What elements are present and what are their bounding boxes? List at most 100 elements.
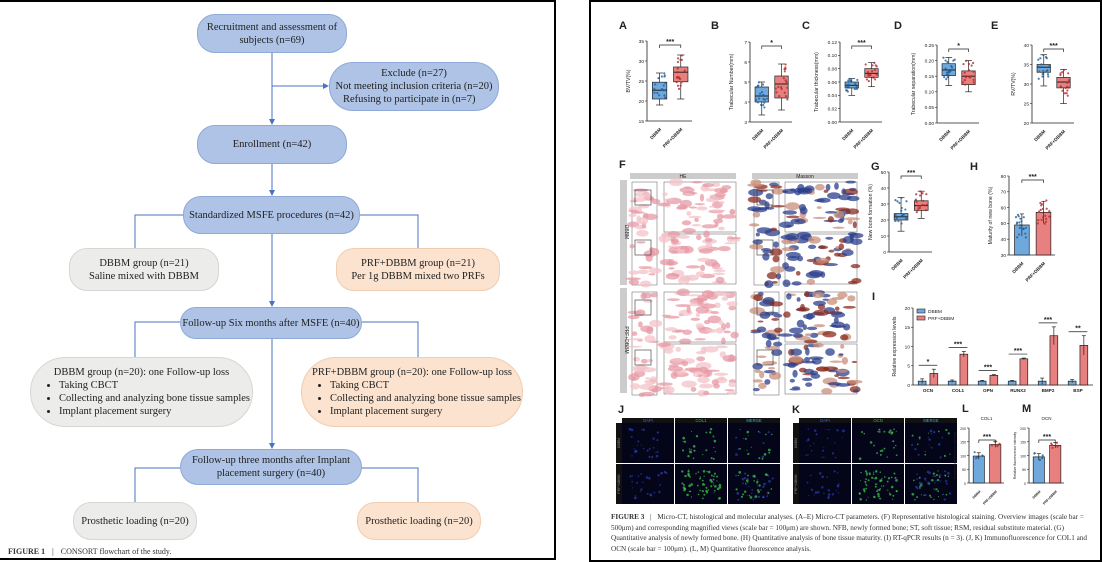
fluorescence-signal [642, 481, 644, 484]
fluorescence-signal [718, 486, 722, 489]
node-msfe: Standardized MSFE procedures (n=42) [183, 196, 360, 234]
tissue-texture [722, 214, 737, 219]
data-point [756, 84, 760, 87]
fluorescence-signal [869, 441, 873, 444]
tissue-texture [808, 244, 817, 250]
data-point [945, 73, 948, 76]
data-point [1059, 72, 1062, 75]
fluorescence-signal [713, 482, 715, 484]
fluorescence-signal [697, 493, 700, 496]
fluorescence-signal [690, 448, 693, 451]
data-point [777, 85, 780, 89]
panel-letter-M: M [1022, 403, 1031, 415]
panel-letter-F: F [619, 159, 626, 171]
data-point [865, 78, 868, 81]
significance-bracket [1043, 48, 1064, 52]
tissue-texture [667, 198, 673, 202]
data-point [1044, 214, 1047, 217]
data-point [676, 76, 679, 79]
tissue-texture [664, 347, 674, 354]
fluorescence-signal [929, 429, 933, 433]
if-image [728, 464, 780, 504]
tissue-texture [703, 390, 710, 396]
tissue-texture [633, 370, 646, 378]
fluorescence-signal [895, 444, 897, 447]
data-point [1042, 216, 1045, 219]
node-prosthetic-loading-right: Prosthetic loading (n=20) [357, 502, 481, 540]
y-tick-label: 7 [744, 40, 747, 46]
tissue-texture [697, 374, 703, 378]
fluorescence-signal [716, 480, 718, 482]
data-point [1037, 65, 1040, 69]
tissue-texture [697, 376, 710, 384]
fluorescence-signal [682, 483, 685, 486]
tissue-texture [631, 376, 637, 381]
fluorescence-signal [656, 431, 660, 434]
tissue-texture [804, 291, 810, 298]
tissue-texture [785, 224, 792, 228]
y-tick-label: 0.10 [925, 90, 935, 96]
fluorescence-signal [682, 436, 686, 440]
data-point [1016, 236, 1019, 239]
y-tick-label: 25 [1024, 101, 1030, 107]
fluorescence-signal [879, 497, 882, 500]
y-tick-label: 200 [960, 427, 966, 431]
data-point [757, 81, 760, 84]
data-point [1061, 89, 1064, 92]
tissue-texture [725, 322, 731, 329]
data-point [783, 91, 786, 94]
tissue-texture [668, 178, 684, 187]
if-channel-header [675, 418, 727, 423]
tissue-texture [637, 269, 649, 275]
tissue-texture [750, 330, 762, 334]
data-point [853, 87, 856, 91]
fluorescence-signal [895, 454, 898, 457]
data-point [679, 58, 682, 61]
data-point [953, 58, 956, 61]
tissue-texture [657, 382, 673, 386]
tissue-texture [764, 379, 771, 385]
fluorescence-signal [920, 494, 923, 496]
fluorescence-signal [929, 444, 931, 446]
figure-1-panel: Recruitment and assessment of subjects (… [0, 0, 556, 560]
significance-bracket [761, 45, 782, 49]
significance-bracket [948, 48, 969, 52]
tissue-texture [804, 333, 812, 337]
tissue-texture [852, 221, 857, 229]
tissue-texture [768, 371, 782, 380]
x-tick-label: DBBM [938, 129, 951, 142]
tissue-texture [728, 381, 737, 388]
tissue-texture [694, 297, 708, 301]
tissue-texture [812, 291, 825, 299]
data-point [847, 83, 850, 86]
fluorescence-signal [807, 438, 809, 440]
node-text: PRF+DBBM group (n=21) [361, 257, 475, 269]
tissue-texture [823, 189, 829, 193]
fluorescence-signal [628, 427, 632, 431]
y-tick-label: 150 [960, 441, 966, 445]
x-tick-label: PRF+DBBM [1042, 490, 1058, 506]
tissue-texture [815, 257, 829, 264]
tissue-texture [713, 372, 729, 376]
tissue-texture [636, 241, 646, 244]
fluorescence-signal [747, 477, 749, 480]
tissue-texture [752, 211, 761, 218]
fluorescence-signal [745, 483, 747, 486]
fluorescence-signal [807, 428, 809, 430]
fluorescence-signal [889, 429, 892, 432]
fluorescence-signal [735, 453, 738, 456]
bar-COL1-PRF+DBBM [959, 353, 969, 386]
data-point [676, 71, 679, 74]
data-point [894, 199, 897, 202]
data-point [766, 97, 769, 100]
tissue-texture [785, 202, 800, 211]
panel-letter-C: C [802, 20, 810, 32]
tissue-texture [761, 332, 772, 339]
x-tick-label: DBBM [1033, 129, 1046, 142]
data-point [663, 74, 666, 77]
tissue-texture [780, 234, 797, 240]
tissue-texture [674, 329, 685, 333]
tissue-texture [821, 388, 833, 395]
fluorescence-signal [687, 470, 690, 473]
y-tick-label: 20 [905, 306, 911, 312]
